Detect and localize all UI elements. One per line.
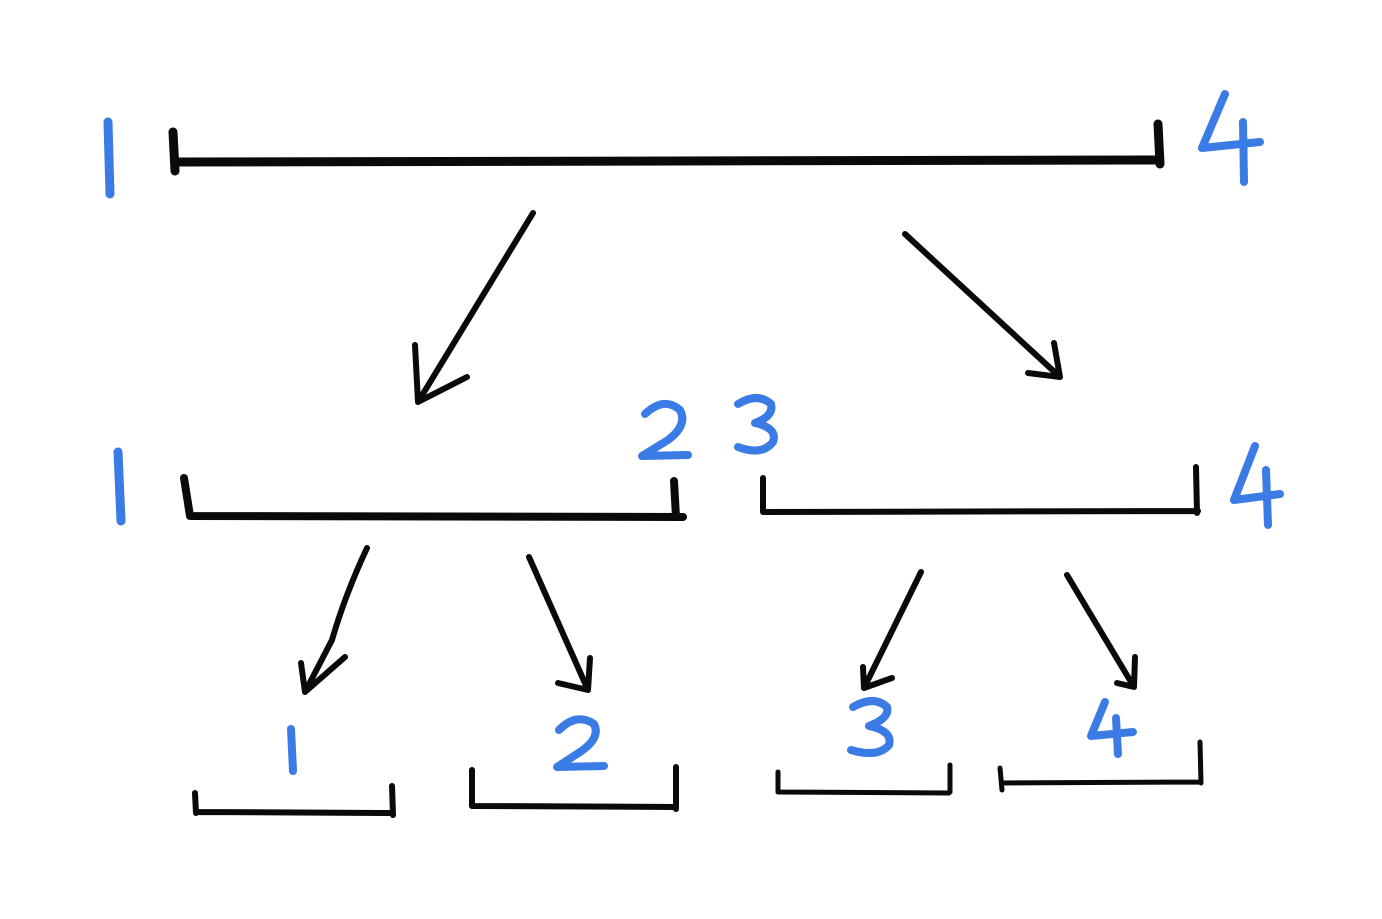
left-segment (113, 400, 692, 526)
arrow-right-to-leaf-3 (860, 569, 924, 691)
leaf-segment-1 (192, 725, 396, 818)
root-end-label (1198, 90, 1264, 186)
left-end-label (638, 400, 692, 460)
leaf-segment-4 (997, 698, 1204, 793)
arrow-right-to-leaf-4 (1064, 572, 1138, 690)
left-segment-bar (180, 474, 687, 521)
leaf-3-label (847, 697, 894, 758)
leaf-2-bar (469, 764, 679, 812)
arrow-root-to-left (412, 210, 536, 405)
leaf-4-label (1087, 698, 1137, 758)
leaf-2-label (553, 715, 608, 771)
leaf-segment-2 (469, 715, 679, 812)
right-segment-bar (760, 464, 1201, 516)
leaf-2-text: 2 (556, 720, 588, 778)
arrow-left-to-leaf-2 (526, 554, 593, 693)
leaf-3-bar (775, 762, 953, 796)
left-end-text: 2 (640, 400, 678, 470)
leaf-1-bar (192, 783, 396, 818)
arrow-left-to-leaf-1 (298, 545, 370, 695)
leaf-segment-3 (775, 697, 953, 796)
root-start-label (103, 117, 115, 199)
root-segment-bar (168, 119, 1165, 176)
arrow-root-to-right (902, 231, 1063, 380)
right-end-text: 4 (1230, 465, 1268, 535)
leaf-4-bar (997, 739, 1204, 793)
right-segment (734, 394, 1284, 529)
leaf-1-text: 1 (282, 724, 314, 782)
leaf-3-text: 3 (850, 704, 882, 762)
left-start-text: 1 (110, 465, 148, 535)
leaf-4-text: 4 (1090, 706, 1122, 764)
root-start-text: 1 (100, 135, 138, 205)
root-end-text: 4 (1200, 125, 1238, 195)
leaf-1-label (287, 725, 297, 775)
right-start-text: 3 (735, 395, 773, 465)
right-start-label (734, 394, 778, 455)
root-segment (103, 90, 1264, 199)
right-end-label (1230, 442, 1284, 529)
left-start-label (113, 447, 126, 526)
